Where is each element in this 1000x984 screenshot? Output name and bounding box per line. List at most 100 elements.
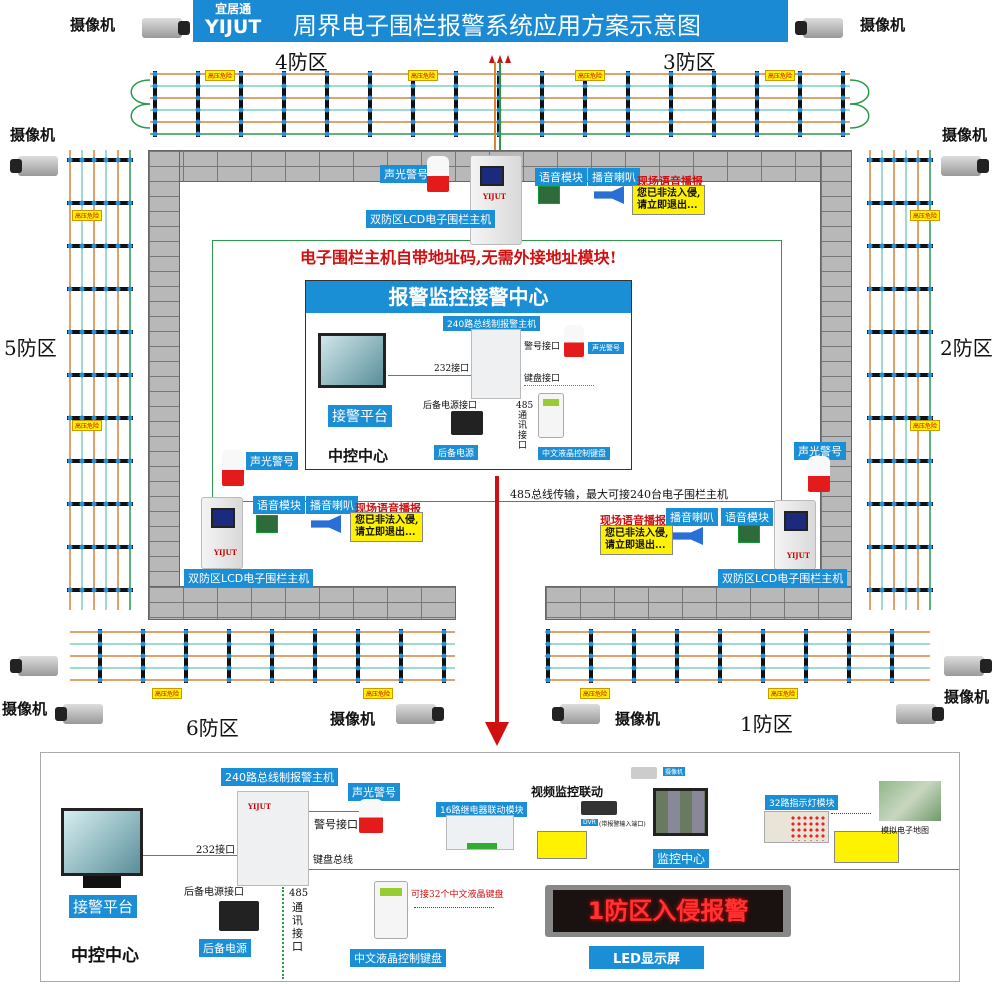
control-center-label: 中控中心 — [328, 447, 389, 465]
insulator — [410, 95, 416, 101]
insulator — [711, 95, 717, 101]
insulator — [324, 95, 330, 101]
insulator — [91, 200, 97, 206]
monitor-icon — [653, 788, 708, 836]
insulator — [867, 458, 873, 464]
insulator — [915, 286, 921, 292]
warning-sign: 高压危险 — [910, 210, 941, 221]
insulator — [879, 286, 885, 292]
insulator — [195, 119, 201, 125]
insulator — [67, 157, 73, 163]
warning-sign: 高压危险 — [768, 688, 799, 699]
insulator — [717, 665, 723, 671]
wall-bottom-left — [148, 586, 456, 620]
insulator — [760, 665, 766, 671]
wire-bend — [130, 79, 151, 105]
insulator — [152, 71, 158, 77]
insulator — [539, 107, 545, 113]
insulator — [453, 131, 459, 137]
insulator — [668, 107, 674, 113]
led-module-tag: 32路指示灯模块 — [765, 795, 839, 810]
insulator — [79, 458, 85, 464]
insulator — [840, 83, 846, 89]
insulator — [91, 544, 97, 550]
keyboard-note: 可接32个中文液晶键盘 — [411, 890, 504, 900]
insulator — [269, 665, 275, 671]
insulator — [545, 653, 551, 659]
port-485-label: 485 — [289, 888, 309, 899]
arrow-head-icon — [485, 722, 509, 746]
insulator — [195, 71, 201, 77]
insulator — [281, 131, 287, 137]
char: 通 — [292, 901, 303, 914]
voice-module-icon — [538, 186, 560, 204]
line — [143, 855, 238, 856]
insulator — [588, 629, 594, 635]
insulator — [453, 71, 459, 77]
insulator — [67, 200, 73, 206]
host-tag: 双防区LCD电子围栏主机 — [718, 569, 848, 587]
camera-icon — [10, 652, 64, 680]
insulator — [625, 71, 631, 77]
insulator — [67, 415, 73, 421]
insulator — [674, 641, 680, 647]
arrow-line — [495, 476, 499, 726]
insulator — [367, 119, 373, 125]
insulator — [367, 83, 373, 89]
siren-tag: 声光警号 — [348, 783, 400, 801]
insulator — [711, 83, 717, 89]
monitor-icon — [318, 333, 386, 388]
comm-label: 通讯接口 — [518, 411, 528, 451]
backup-port-label: 后备电源接口 — [184, 887, 244, 898]
insulator — [927, 243, 933, 249]
insulator — [67, 372, 73, 378]
camera-label: 摄像机 — [330, 710, 376, 728]
insulator — [631, 629, 637, 635]
insulator — [889, 677, 895, 683]
insulator — [625, 131, 631, 137]
insulator — [79, 157, 85, 163]
insulator — [152, 131, 158, 137]
insulator — [539, 83, 545, 89]
insulator — [867, 243, 873, 249]
insulator — [127, 372, 133, 378]
insulator — [238, 71, 244, 77]
insulator — [903, 415, 909, 421]
backup-port-label: 后备电源接口 — [423, 401, 478, 411]
insulator — [269, 641, 275, 647]
insulator — [668, 95, 674, 101]
insulator — [324, 83, 330, 89]
insulator — [545, 629, 551, 635]
insulator — [79, 544, 85, 550]
insulator — [91, 286, 97, 292]
insulator — [398, 653, 404, 659]
camera-label: 摄像机 — [70, 16, 116, 34]
insulator — [398, 677, 404, 683]
siren-icon — [222, 450, 244, 486]
insulator — [846, 665, 852, 671]
insulator — [803, 665, 809, 671]
insulator — [103, 243, 109, 249]
logo: 宜居通 YIJUT — [205, 2, 261, 38]
insulator — [717, 629, 723, 635]
insulator — [183, 629, 189, 635]
bubble-line: 请立即退出... — [355, 527, 416, 538]
insulator — [867, 157, 873, 163]
siren-tag: 声光警号 — [588, 342, 624, 354]
insulator — [915, 544, 921, 550]
camera-icon — [136, 14, 190, 42]
insulator — [127, 544, 133, 550]
bubble-line: 请立即退出... — [605, 540, 666, 551]
insulator — [545, 677, 551, 683]
zone-1-label: 1防区 — [740, 712, 793, 736]
insulator — [674, 653, 680, 659]
insulator — [281, 107, 287, 113]
insulator — [355, 629, 361, 635]
bus-note: 485总线传输，最大可接240台电子围栏主机 — [510, 488, 728, 501]
insulator — [754, 95, 760, 101]
insulator — [79, 243, 85, 249]
voice-module-icon — [738, 525, 760, 543]
host-tag: 双防区LCD电子围栏主机 — [366, 210, 496, 228]
bubble-line: 您已非法入侵, — [637, 188, 701, 199]
line — [388, 375, 471, 376]
